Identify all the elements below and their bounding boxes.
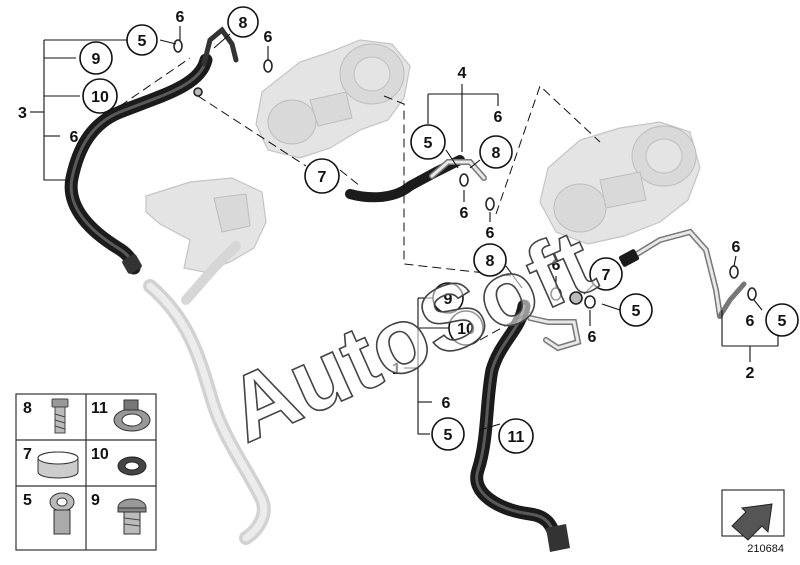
callout-8: 8 bbox=[239, 15, 248, 32]
callout-7: 7 bbox=[318, 169, 327, 186]
callout-4: 4 bbox=[458, 65, 467, 82]
leader-lines bbox=[30, 26, 779, 435]
hose-3-end-fitting bbox=[122, 254, 142, 274]
pipe-3-upper bbox=[201, 26, 239, 67]
watermark-text: AutoSoft bbox=[213, 211, 609, 462]
hollow-bolt-icon bbox=[51, 398, 69, 434]
reference-number: 210684 bbox=[747, 543, 784, 555]
callout-2: 2 bbox=[746, 365, 755, 382]
banjo-fitting-icon bbox=[49, 492, 75, 535]
callout-6: 6 bbox=[494, 109, 503, 126]
callout-6: 6 bbox=[264, 29, 273, 46]
turbocharger-left-image bbox=[255, 39, 411, 159]
sealing-ring-icon bbox=[117, 456, 147, 476]
callout-6: 6 bbox=[588, 329, 597, 346]
callout-7: 7 bbox=[602, 267, 611, 284]
legend-number-7: 7 bbox=[23, 446, 32, 463]
orientation-arrow-icon bbox=[721, 489, 785, 541]
callout-6: 6 bbox=[732, 239, 741, 256]
legend-number-11: 11 bbox=[91, 400, 108, 417]
hose-4 bbox=[345, 155, 465, 203]
callout-6: 6 bbox=[746, 313, 755, 330]
callout-5: 5 bbox=[632, 303, 641, 320]
callout-8: 8 bbox=[492, 145, 501, 162]
legend-number-10: 10 bbox=[91, 446, 109, 463]
legend-number-9: 9 bbox=[91, 492, 100, 509]
band-clamp-icon bbox=[37, 451, 79, 479]
callout-5: 5 bbox=[138, 33, 147, 50]
legend-number-8: 8 bbox=[23, 400, 32, 417]
seal-rings bbox=[173, 39, 757, 309]
callout-6: 6 bbox=[460, 205, 469, 222]
legend-number-5: 5 bbox=[23, 492, 32, 509]
callout-5: 5 bbox=[778, 313, 787, 330]
callout-10: 10 bbox=[91, 89, 109, 106]
callout-9: 9 bbox=[92, 51, 101, 68]
hose-clamp-icon bbox=[113, 399, 151, 432]
parts-legend: 8 11 7 10 5 bbox=[15, 393, 157, 551]
screw-plug-icon bbox=[117, 498, 147, 535]
callout-11: 11 bbox=[508, 429, 525, 446]
pump-bracket-image bbox=[145, 177, 267, 273]
callout-1: 1 bbox=[392, 361, 401, 378]
callout-6: 6 bbox=[442, 395, 451, 412]
callout-9: 9 bbox=[444, 291, 453, 308]
callout-3: 3 bbox=[18, 105, 27, 122]
callout-5: 5 bbox=[444, 427, 453, 444]
callout-6: 6 bbox=[486, 225, 495, 242]
hose-1-end-fitting bbox=[546, 524, 570, 552]
callout-8: 8 bbox=[486, 253, 495, 270]
callout-10: 10 bbox=[457, 321, 475, 338]
callout-5: 5 bbox=[424, 135, 433, 152]
callout-circles bbox=[79, 6, 799, 454]
pipe-2-sleeve bbox=[618, 249, 640, 267]
callout-6: 6 bbox=[552, 257, 561, 274]
callout-6: 6 bbox=[70, 129, 79, 146]
coolant-pipe-grey-branch bbox=[181, 241, 241, 305]
turbocharger-right-image bbox=[539, 121, 701, 245]
callout-6: 6 bbox=[176, 9, 185, 26]
